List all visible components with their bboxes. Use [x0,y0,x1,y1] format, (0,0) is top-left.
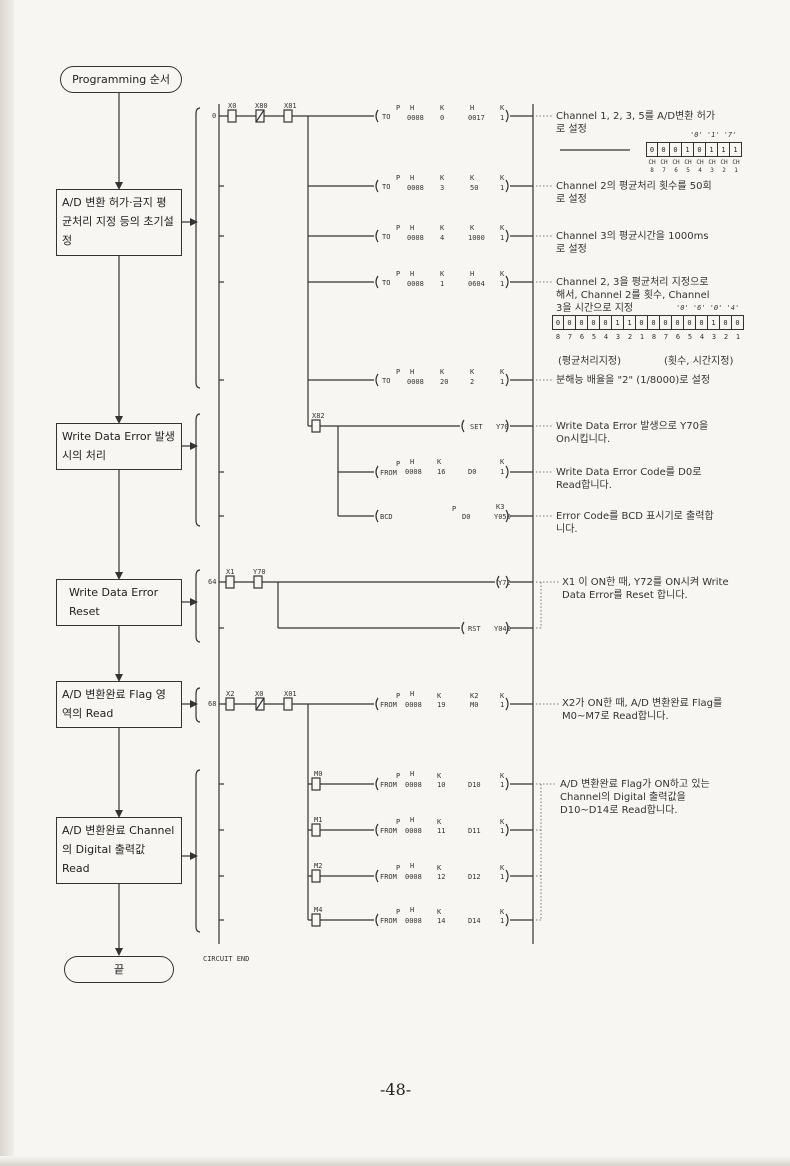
note-digital-read: A/D 변환완료 Flag가 ON하고 있는 Channel의 Digital … [560,779,710,816]
contact-label: M4 [314,906,323,914]
contact-x2 [225,697,235,711]
contact-label: M2 [314,862,323,870]
flow-step-reset: Write Data Error Reset [56,579,182,626]
contact-x82 [311,419,321,433]
flow-step-error: Write Data Error 발생시의 처리 [56,423,182,470]
note-read-d0: Write Data Error Code를 D0로 Read합니다. [556,467,702,491]
bit-cell: 1 [706,142,718,157]
contact-x1 [225,575,235,589]
note-resolution: 분해능 배율을 "2" (1/8000)로 설정 [556,375,711,386]
flow-step-init: A/D 변환 허가·금지 평균처리 지정 등의 초기설정 [56,189,182,256]
bit-cell: 0 [646,142,658,157]
note-avg-select: Channel 2, 3을 평균처리 지정으로 해서, Channel 2를 횟… [556,277,710,314]
flow-step-flag-read: A/D 변환완료 Flag 영역의 Read [56,681,182,728]
contact-x81 [283,109,293,123]
note-bcd-out: Error Code를 BCD 표시기로 출력합니다. [556,511,714,535]
bit-cell: 1 [612,315,624,330]
bit-cell: 0 [732,315,744,330]
contact-label: X82 [312,412,325,420]
output-y72: Y72 [498,579,511,587]
bit-cell: 0 [670,142,682,157]
contact-m2 [311,869,321,883]
contact-y70 [253,575,263,589]
contact-label: Y70 [253,568,266,576]
bit-cell: 1 [624,315,636,330]
handwritten-digits: '0' '6' '0' '4' [676,304,740,312]
contact-label: X2 [226,690,235,698]
contact-x0 [227,109,237,123]
bit-cell: 0 [660,315,672,330]
bit-cell: 0 [720,315,732,330]
contact-label: X0 [255,690,264,698]
bit-cell: 0 [552,315,564,330]
contact-label: M1 [314,816,323,824]
page-shadow [0,0,14,1166]
bit-table-channel-labels: CH 8 CH 7 CH 6 CH 5 CH 4 CH 3 CH 2 CH 1 [648,159,740,174]
contact-label: M0 [314,770,323,778]
step-number: 68 [208,700,217,708]
step-number: 0 [212,112,217,120]
note-set-y70: Write Data Error 발생으로 Y70을 On시킵니다. [556,421,709,445]
note-reset: X1 이 ON한 때, Y72를 ON시켜 Write Data Error를 … [562,577,729,601]
flow-step-digital-read: A/D 변환완료 Channel의 Digital 출력값 Read [56,817,182,884]
page-number: -48- [380,1080,412,1099]
bit-cell: 0 [636,315,648,330]
bit-table-average: 0 0 0 0 0 1 1 0 0 0 0 0 0 1 0 0 [552,315,744,330]
bit-cell: 0 [588,315,600,330]
contact-x01 [283,697,293,711]
bit-cell: 0 [576,315,588,330]
bit-cell: 1 [718,142,730,157]
caption-count-time: (횟수, 시간지정) [664,356,734,367]
bit-cell: 0 [648,315,660,330]
flow-end: 끝 [64,956,174,983]
bit-table-channels: 0 0 0 1 0 1 1 1 [646,142,742,157]
bit-cell: 1 [730,142,742,157]
note-avg-count: Channel 2의 평균처리 횟수를 50회로 설정 [556,181,712,205]
contact-label: X81 [284,102,297,110]
bit-cell: 1 [682,142,694,157]
note-avg-time: Channel 3의 평균시간을 1000ms로 설정 [556,231,709,255]
note-flag-read: X2가 ON한 때, A/D 변환완료 Flag를 M0~M7로 Read합니다… [562,698,723,722]
bit-cell: 0 [600,315,612,330]
note-adc-enable: Channel 1, 2, 3, 5를 A/D변환 허가로 설정 [556,111,716,135]
flow-start: Programming 순서 [60,66,182,93]
bit-cell: 0 [658,142,670,157]
contact-label: X0 [228,102,237,110]
contact-m4 [311,913,321,927]
step-number: 64 [208,578,217,586]
bit-cell: 1 [708,315,720,330]
page-shadow-bottom [0,1156,790,1166]
contact-label: X80 [255,102,268,110]
bit-cell: 0 [696,315,708,330]
bit-cell: 0 [694,142,706,157]
bit-cell: 0 [684,315,696,330]
contact-m1 [311,823,321,837]
bit-cell: 0 [672,315,684,330]
bit-cell: 0 [564,315,576,330]
caption-average-select: (평균처리지정) [558,356,622,367]
circuit-end: CIRCUIT END [203,955,250,963]
contact-label: X01 [284,690,297,698]
bit-table-average-labels: 8 7 6 5 4 3 2 1 8 7 6 5 4 3 2 1 [555,333,741,341]
contact-m0 [311,777,321,791]
handwritten-digits: '0' '1' '7' [690,131,737,139]
contact-label: X1 [226,568,235,576]
